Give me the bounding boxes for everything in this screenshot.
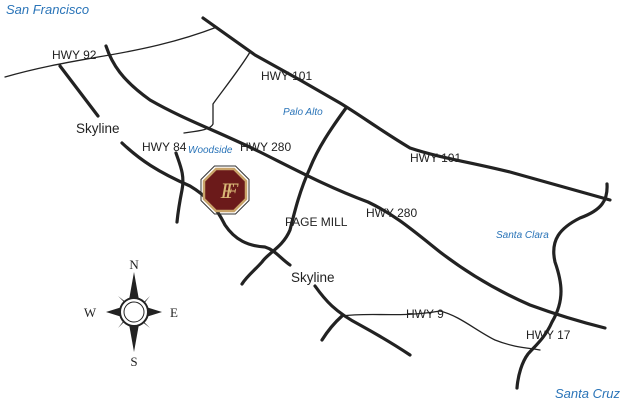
road-hwy-9 [341, 310, 541, 351]
road-hwy-17 [515, 182, 609, 390]
logo-octagon-outline [200, 165, 250, 215]
compass-label-east: E [170, 305, 178, 320]
road-label-skyline-south: Skyline [291, 270, 335, 285]
road-hwy-84 [174, 151, 185, 224]
road-hwy-280 [104, 44, 607, 330]
city-label-santa-cruz: Santa Cruz [555, 386, 621, 400]
road-label-hwy-101-south: HWY 101 [410, 151, 461, 165]
city-label-woodside: Woodside [188, 145, 233, 156]
city-label-santa-clara: Santa Clara [496, 230, 549, 241]
road-label-hwy-92: HWY 92 [52, 48, 97, 62]
road-hwy-101 [201, 16, 612, 202]
compass-label-south: S [130, 354, 137, 369]
road-label-page-mill: PAGE MILL [285, 215, 348, 229]
logo-octagon-border [202, 167, 248, 213]
logo-octagon [204, 169, 246, 211]
winery-logo-icon: FF [200, 165, 250, 215]
road-skyline-south [313, 284, 412, 357]
road-hwy-9-west [320, 314, 344, 342]
road-skyline-north [58, 64, 100, 118]
compass-rose-icon: N S W E [84, 257, 178, 369]
road-woodside-connector [183, 51, 251, 134]
roads [4, 16, 612, 390]
road-labels: HWY 92 HWY 101 Skyline HWY 84 HWY 280 HW… [52, 48, 571, 342]
road-label-hwy-280-north: HWY 280 [240, 140, 291, 154]
road-label-hwy-101-north: HWY 101 [261, 69, 312, 83]
compass-label-west: W [84, 305, 97, 320]
city-label-palo-alto: Palo Alto [283, 107, 323, 118]
city-labels: San Francisco Palo Alto Woodside Santa C… [6, 2, 621, 400]
road-label-hwy-84: HWY 84 [142, 140, 187, 154]
compass-label-north: N [129, 257, 139, 272]
road-hwy-92 [4, 26, 218, 78]
road-label-skyline-north: Skyline [76, 121, 120, 136]
road-label-hwy-17: HWY 17 [526, 328, 571, 342]
road-skyline [120, 141, 292, 267]
road-label-hwy-280-south: HWY 280 [366, 206, 417, 220]
road-page-mill [240, 106, 348, 286]
city-label-san-francisco: San Francisco [6, 2, 89, 17]
road-label-hwy-9: HWY 9 [406, 307, 444, 321]
